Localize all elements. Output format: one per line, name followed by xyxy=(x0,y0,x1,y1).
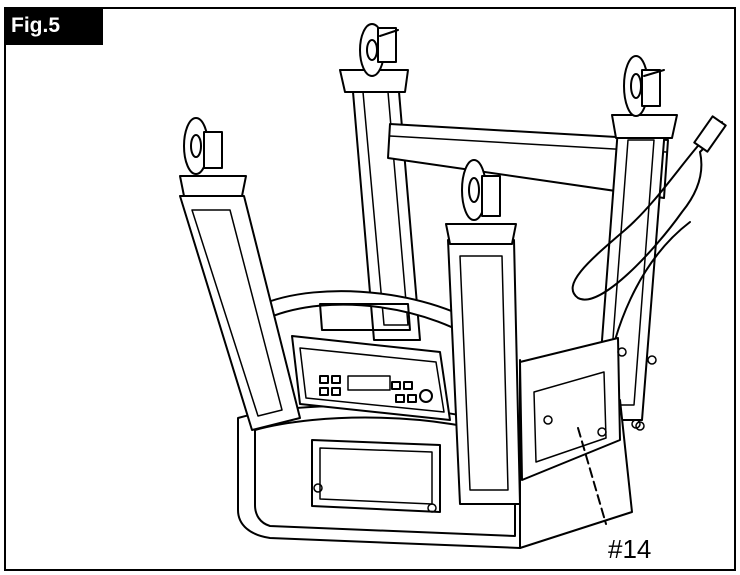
caster-front-right xyxy=(461,159,501,221)
front-left-leg xyxy=(179,175,301,431)
control-panel xyxy=(291,335,451,421)
caster-back-left xyxy=(359,23,399,77)
callout-leader-14 xyxy=(577,427,607,525)
figure-label: Fig.5 xyxy=(4,7,103,45)
callout-label-14: #14 xyxy=(608,534,652,564)
screws xyxy=(313,347,657,513)
front-right-leg xyxy=(445,223,521,505)
caster-back-right xyxy=(623,55,665,117)
figure-frame xyxy=(4,7,736,571)
caster-front-left xyxy=(183,117,223,175)
side-panel xyxy=(519,337,621,481)
